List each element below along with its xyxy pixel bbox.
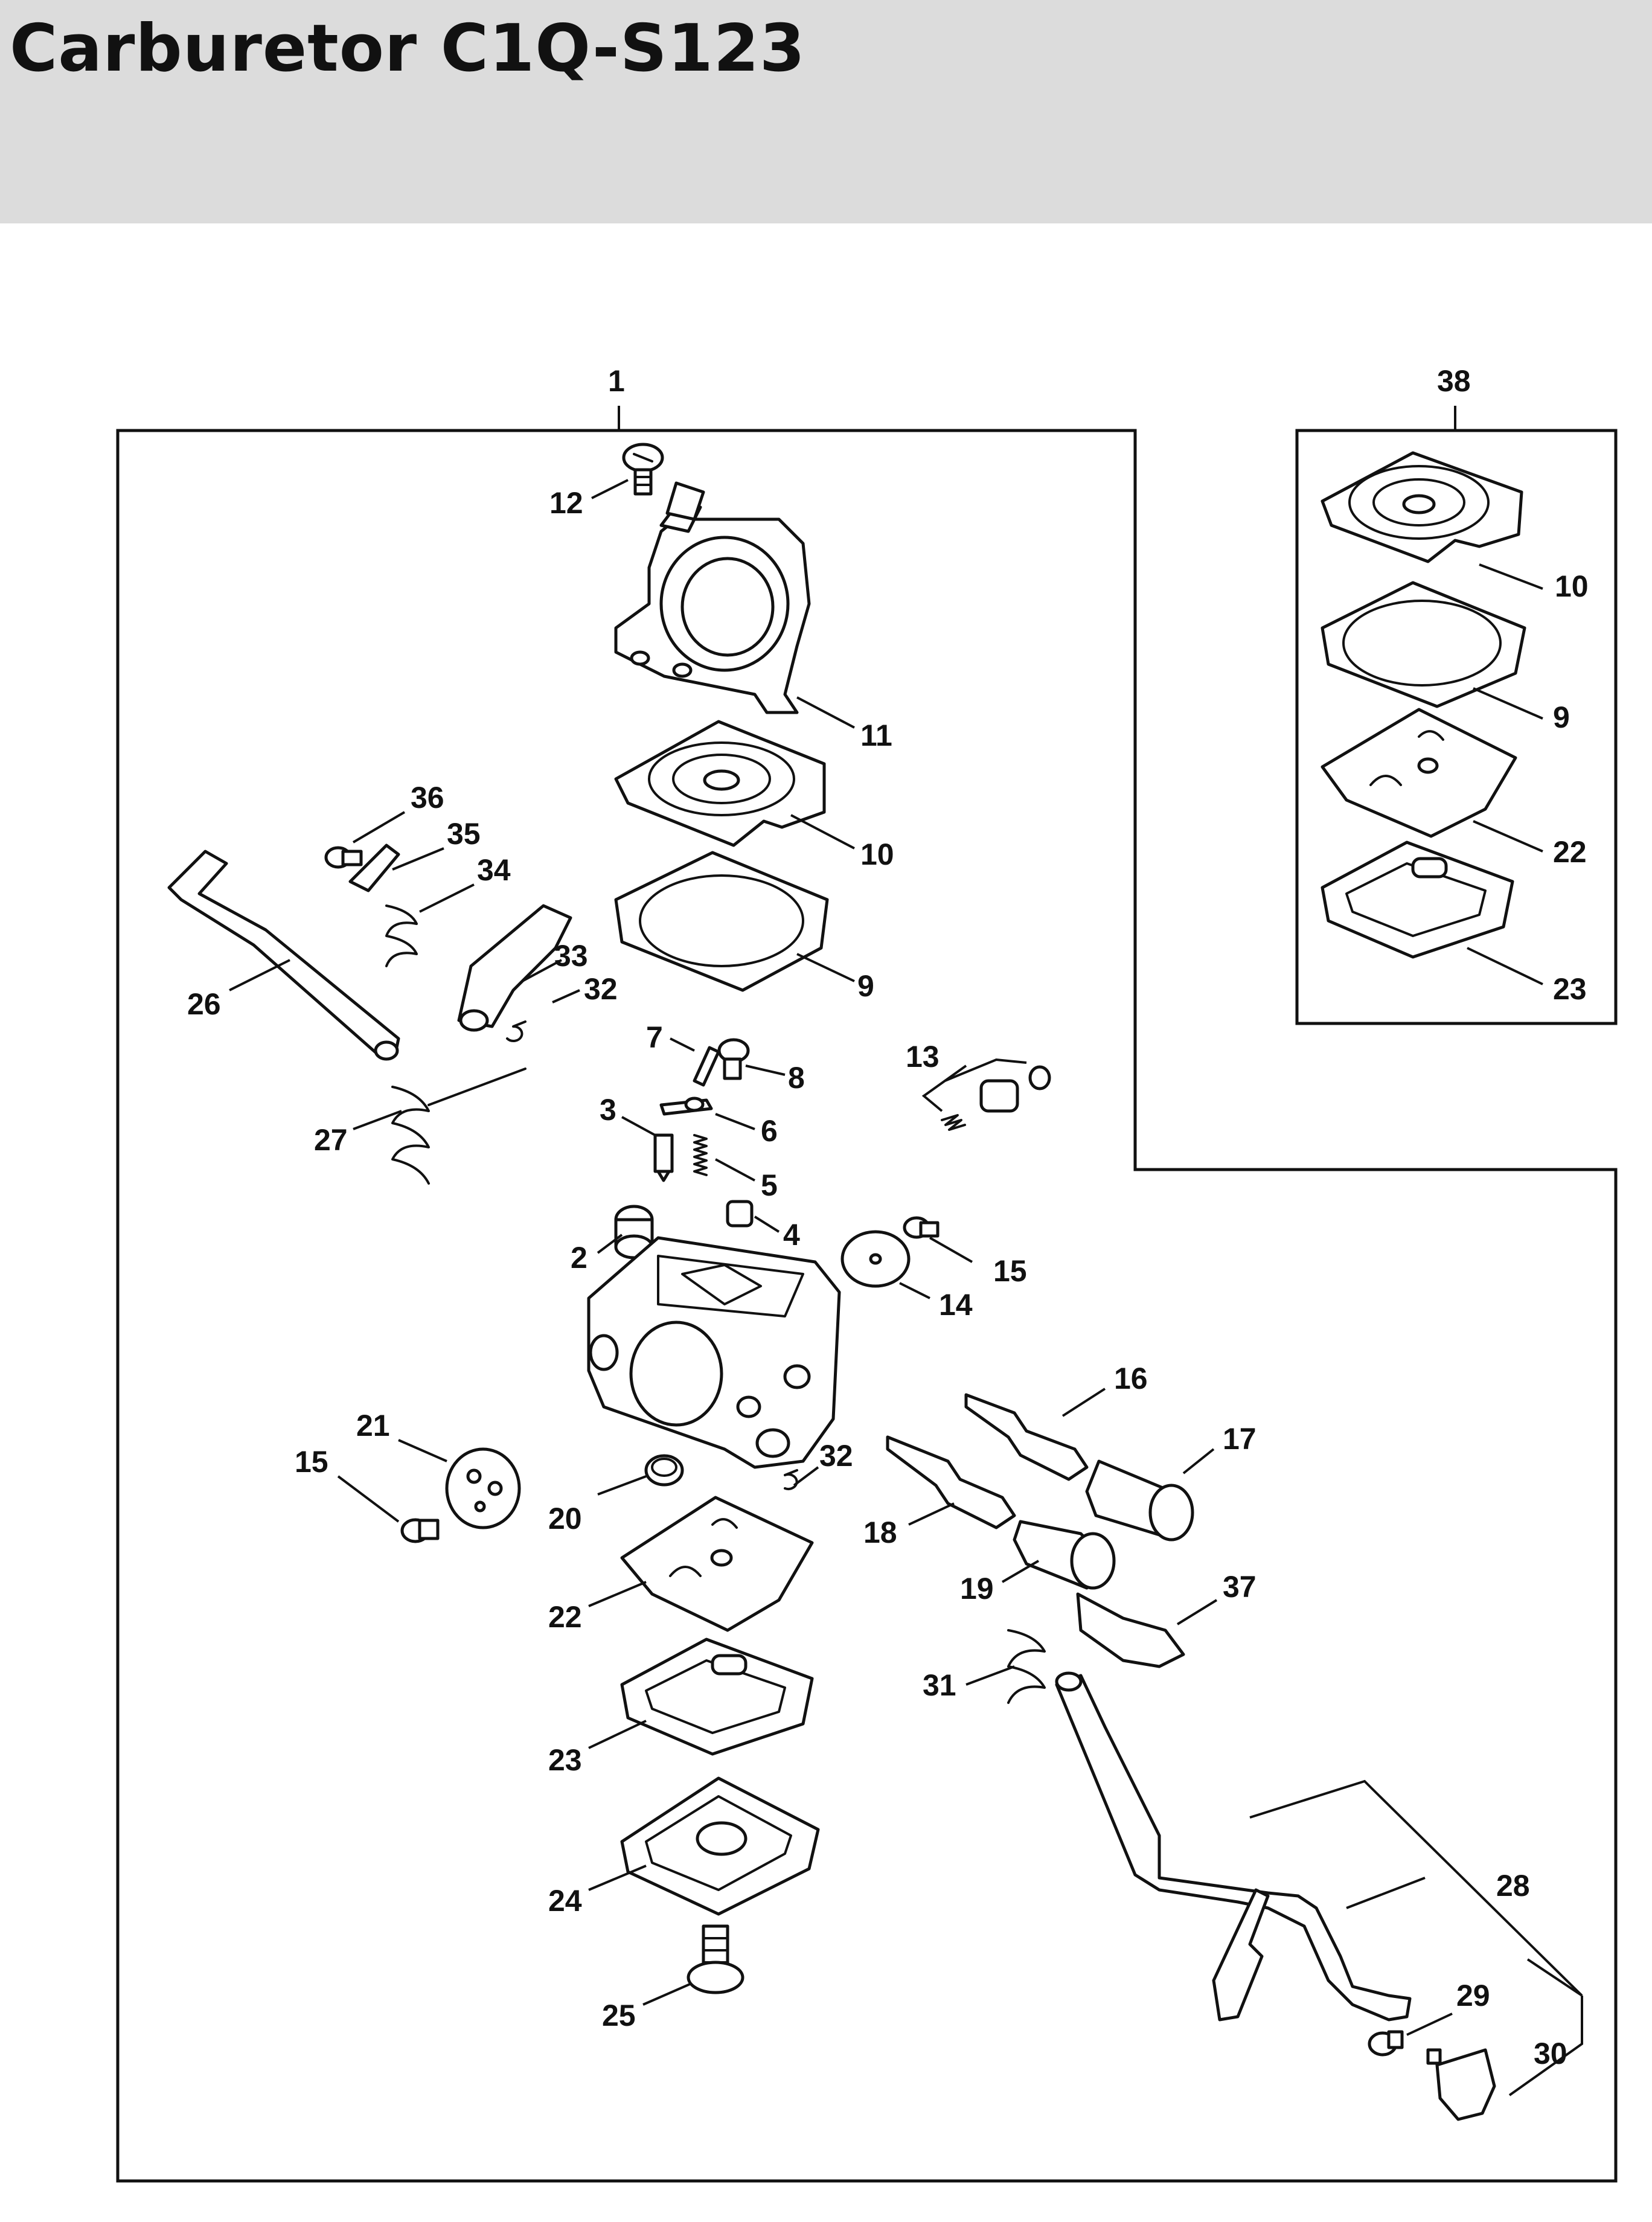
callout-2: 2 — [571, 1241, 587, 1275]
part-bushing-30 — [1426, 2048, 1496, 2121]
callout-9: 9 — [857, 969, 874, 1003]
part-strainer-20 — [644, 1454, 684, 1487]
part-needle-3 — [653, 1133, 674, 1182]
callout-kit-9: 9 — [1553, 700, 1570, 734]
callout-10: 10 — [860, 837, 894, 871]
part-pin-7 — [693, 1046, 720, 1087]
part-cap-19 — [1013, 1520, 1116, 1590]
header-bar: Carburetor C1Q-S123 — [0, 0, 1652, 223]
part-diaphragm-22 — [620, 1496, 814, 1632]
callout-29: 29 — [1456, 1979, 1490, 2012]
part-gasket-23 — [620, 1638, 814, 1756]
part-diaphragm-10 — [614, 720, 826, 847]
kit-diaphragm-22 — [1321, 708, 1517, 838]
part-plug-4 — [726, 1200, 754, 1228]
part-clip-32a — [506, 1020, 527, 1042]
part-screw-15b — [400, 1518, 440, 1543]
callout-kit-23: 23 — [1553, 972, 1587, 1006]
callout-35: 35 — [447, 817, 481, 851]
callout-8: 8 — [788, 1061, 805, 1095]
page-title: Carburetor C1Q-S123 — [10, 11, 806, 86]
callout-18: 18 — [863, 1516, 897, 1549]
callout-24: 24 — [548, 1884, 582, 1918]
callout-19: 19 — [960, 1572, 994, 1606]
callout-21: 21 — [356, 1409, 390, 1442]
part-clip-32b — [784, 1469, 798, 1490]
part-plate-21 — [445, 1447, 521, 1529]
callout-13: 13 — [906, 1040, 940, 1074]
callout-32b: 32 — [819, 1439, 853, 1473]
callout-3: 3 — [600, 1093, 616, 1127]
part-adjusting-screw-16 — [964, 1393, 1089, 1481]
callout-23: 23 — [548, 1743, 582, 1777]
part-adjusting-screw-18 — [886, 1435, 1016, 1529]
callout-22: 22 — [548, 1600, 582, 1634]
callout-38: 38 — [1437, 364, 1471, 398]
callout-37: 37 — [1223, 1570, 1257, 1604]
callout-30: 30 — [1534, 2037, 1567, 2070]
callout-12: 12 — [549, 486, 583, 520]
callout-15a: 15 — [993, 1254, 1027, 1288]
part-throttle-shaft-28 — [1055, 1671, 1412, 2022]
callout-17: 17 — [1223, 1422, 1257, 1456]
main-assembly-frame — [116, 429, 1618, 2183]
part-carburetor-body — [587, 1236, 841, 1469]
callout-7: 7 — [646, 1020, 663, 1054]
callout-kit-22: 22 — [1553, 835, 1587, 869]
part-screw-15a — [903, 1216, 940, 1239]
callout-6: 6 — [761, 1114, 778, 1148]
callout-15b: 15 — [295, 1445, 328, 1479]
callout-1: 1 — [608, 364, 625, 398]
callout-14: 14 — [939, 1288, 973, 1322]
callout-kit-10: 10 — [1555, 569, 1589, 603]
kit-gasket-9 — [1321, 581, 1526, 708]
part-screw-25 — [687, 1924, 744, 1994]
part-cap-17 — [1085, 1459, 1194, 1542]
part-spring-31 — [1007, 1629, 1046, 1704]
callout-26: 26 — [187, 987, 221, 1021]
callout-31: 31 — [923, 1668, 956, 1702]
part-cover-plate-14 — [840, 1230, 911, 1288]
part-screw-12 — [622, 443, 664, 496]
part-choke-shaft-26 — [167, 850, 400, 1061]
part-lever-6 — [659, 1097, 713, 1116]
part-spring-27 — [391, 1068, 527, 1185]
part-lever-35 — [348, 844, 400, 892]
part-spring-34 — [385, 904, 418, 967]
callout-20: 20 — [548, 1502, 582, 1535]
kit-gasket-23 — [1321, 840, 1514, 959]
callout-4: 4 — [783, 1218, 800, 1252]
part-nozzle-set-13 — [941, 1065, 1051, 1131]
callout-28: 28 — [1496, 1869, 1530, 1903]
part-pump-cover-24 — [620, 1776, 820, 1916]
callout-33: 33 — [554, 939, 588, 973]
callout-11: 11 — [860, 719, 892, 752]
callout-5: 5 — [761, 1168, 778, 1202]
kit-diaphragm-10 — [1321, 451, 1523, 563]
callout-34: 34 — [477, 853, 511, 887]
part-screw-36 — [324, 846, 363, 869]
callout-27: 27 — [314, 1123, 348, 1157]
part-spring-5 — [693, 1134, 708, 1176]
part-screw-8 — [717, 1038, 750, 1080]
part-lever-33 — [457, 904, 572, 1032]
part-idle-screw-37 — [1076, 1592, 1185, 1668]
callout-16: 16 — [1114, 1362, 1148, 1395]
part-screw-29 — [1368, 2030, 1404, 2057]
callout-36: 36 — [411, 781, 444, 815]
part-carburetor-cover-11 — [614, 481, 811, 714]
callout-25: 25 — [602, 1999, 636, 2032]
part-gasket-9 — [614, 851, 829, 992]
callout-32a: 32 — [584, 972, 618, 1006]
